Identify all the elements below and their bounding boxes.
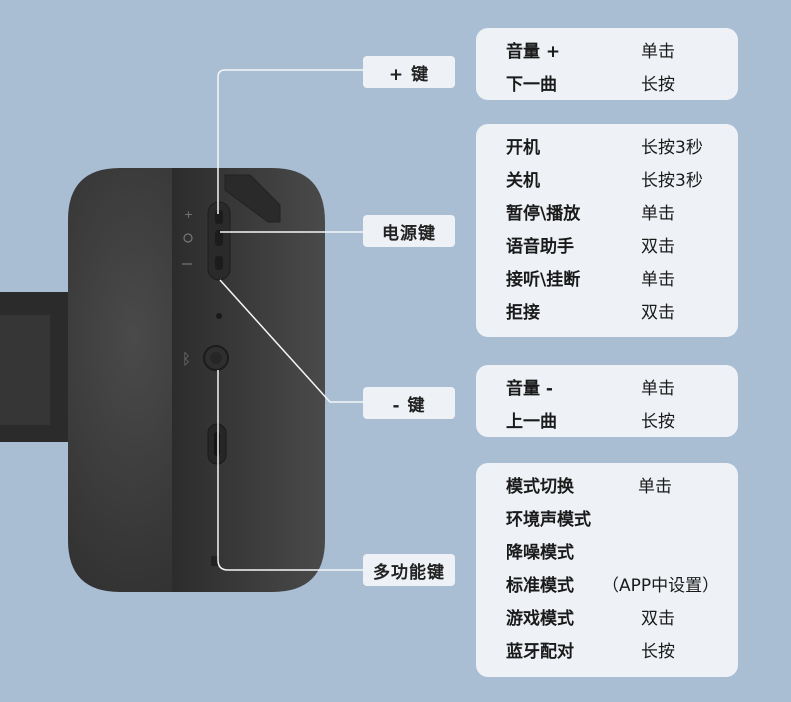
multifunction-key-label: 多功能键 [363,554,455,586]
function-action: 长按 [641,75,675,95]
plus-button [215,210,223,224]
function-action: 单击 [641,204,675,224]
function-name: 下一曲 [506,75,557,95]
mic-hole [216,313,222,319]
power-button [215,230,223,246]
headband-inner [0,315,50,425]
function-name: 音量 - [506,379,553,399]
list-item: 上一曲 长按 [476,406,738,439]
function-action: 单击 [641,42,675,62]
list-item: 标准模式 （APP中设置） [476,570,738,603]
list-item: 拒接 双击 [476,297,738,330]
function-action: 长按 [641,412,675,432]
function-action: （APP中设置） [602,576,720,596]
function-action: 双击 [641,609,675,629]
power-engraving [183,233,193,243]
function-action: 单击 [638,477,672,497]
function-name: 关机 [506,171,540,191]
function-name: 拒接 [506,303,540,323]
function-name: 降噪模式 [506,543,574,563]
bottom-marker [211,556,219,566]
function-action: 单击 [641,270,675,290]
list-item: 关机 长按3秒 [476,165,738,198]
multifunction-key-card: 模式切换 单击 环境声模式 降噪模式 标准模式 （APP中设置） 游戏模式 双击 蓝牙… [476,463,738,677]
multifunction-button-center [210,352,222,364]
function-action: 长按3秒 [641,171,703,191]
list-item: 环境声模式 [476,504,738,537]
function-name: 开机 [506,138,540,158]
leader-lines [217,69,363,571]
function-name: 上一曲 [506,412,557,432]
function-name: 标准模式 [506,576,574,596]
minus-key-card: 音量 - 单击 上一曲 长按 [476,365,738,437]
list-item: 语音助手 双击 [476,231,738,264]
function-name: 暂停\播放 [506,204,581,224]
list-item: 音量 - 单击 [476,373,738,406]
function-action: 单击 [641,379,675,399]
list-item: 下一曲 长按 [476,69,738,102]
bracket [224,174,281,223]
plus-key-label: + 键 [363,56,455,88]
list-item: 降噪模式 [476,537,738,570]
power-key-card: 开机长按3秒 关机长按3秒 暂停\播放单击 语音助手双击 接听\挂断单击 拒接双… [476,124,738,337]
list-item: 游戏模式 双击 [476,603,738,636]
function-action: 双击 [641,303,675,323]
plus-key-card: 音量 + 单击 下一曲 长按 [476,28,738,100]
function-name: 接听\挂断 [506,270,581,290]
minus-button [215,256,223,270]
usb-c-slot [214,432,220,456]
function-action: 长按3秒 [641,138,703,158]
list-item: 暂停\播放 单击 [476,198,738,231]
list-item: 模式切换 单击 [476,471,738,504]
power-key-label: 电源键 [363,215,455,247]
function-action: 长按 [641,642,675,662]
minus-key-label: - 键 [363,387,455,419]
list-item: 接听\挂断 单击 [476,264,738,297]
list-item: 开机 长按3秒 [476,132,738,165]
list-item: 音量 + 单击 [476,36,738,69]
function-name: 语音助手 [506,237,574,257]
function-action: 双击 [641,237,675,257]
list-item: 蓝牙配对 长按 [476,636,738,669]
function-name: 环境声模式 [506,510,591,530]
function-name: 蓝牙配对 [506,642,574,662]
plus-engraving: + [184,208,193,221]
function-name: 游戏模式 [506,609,574,629]
bluetooth-icon: ᛒ [182,350,191,368]
function-name: 模式切换 [506,477,574,497]
function-name: 音量 + [506,42,561,62]
